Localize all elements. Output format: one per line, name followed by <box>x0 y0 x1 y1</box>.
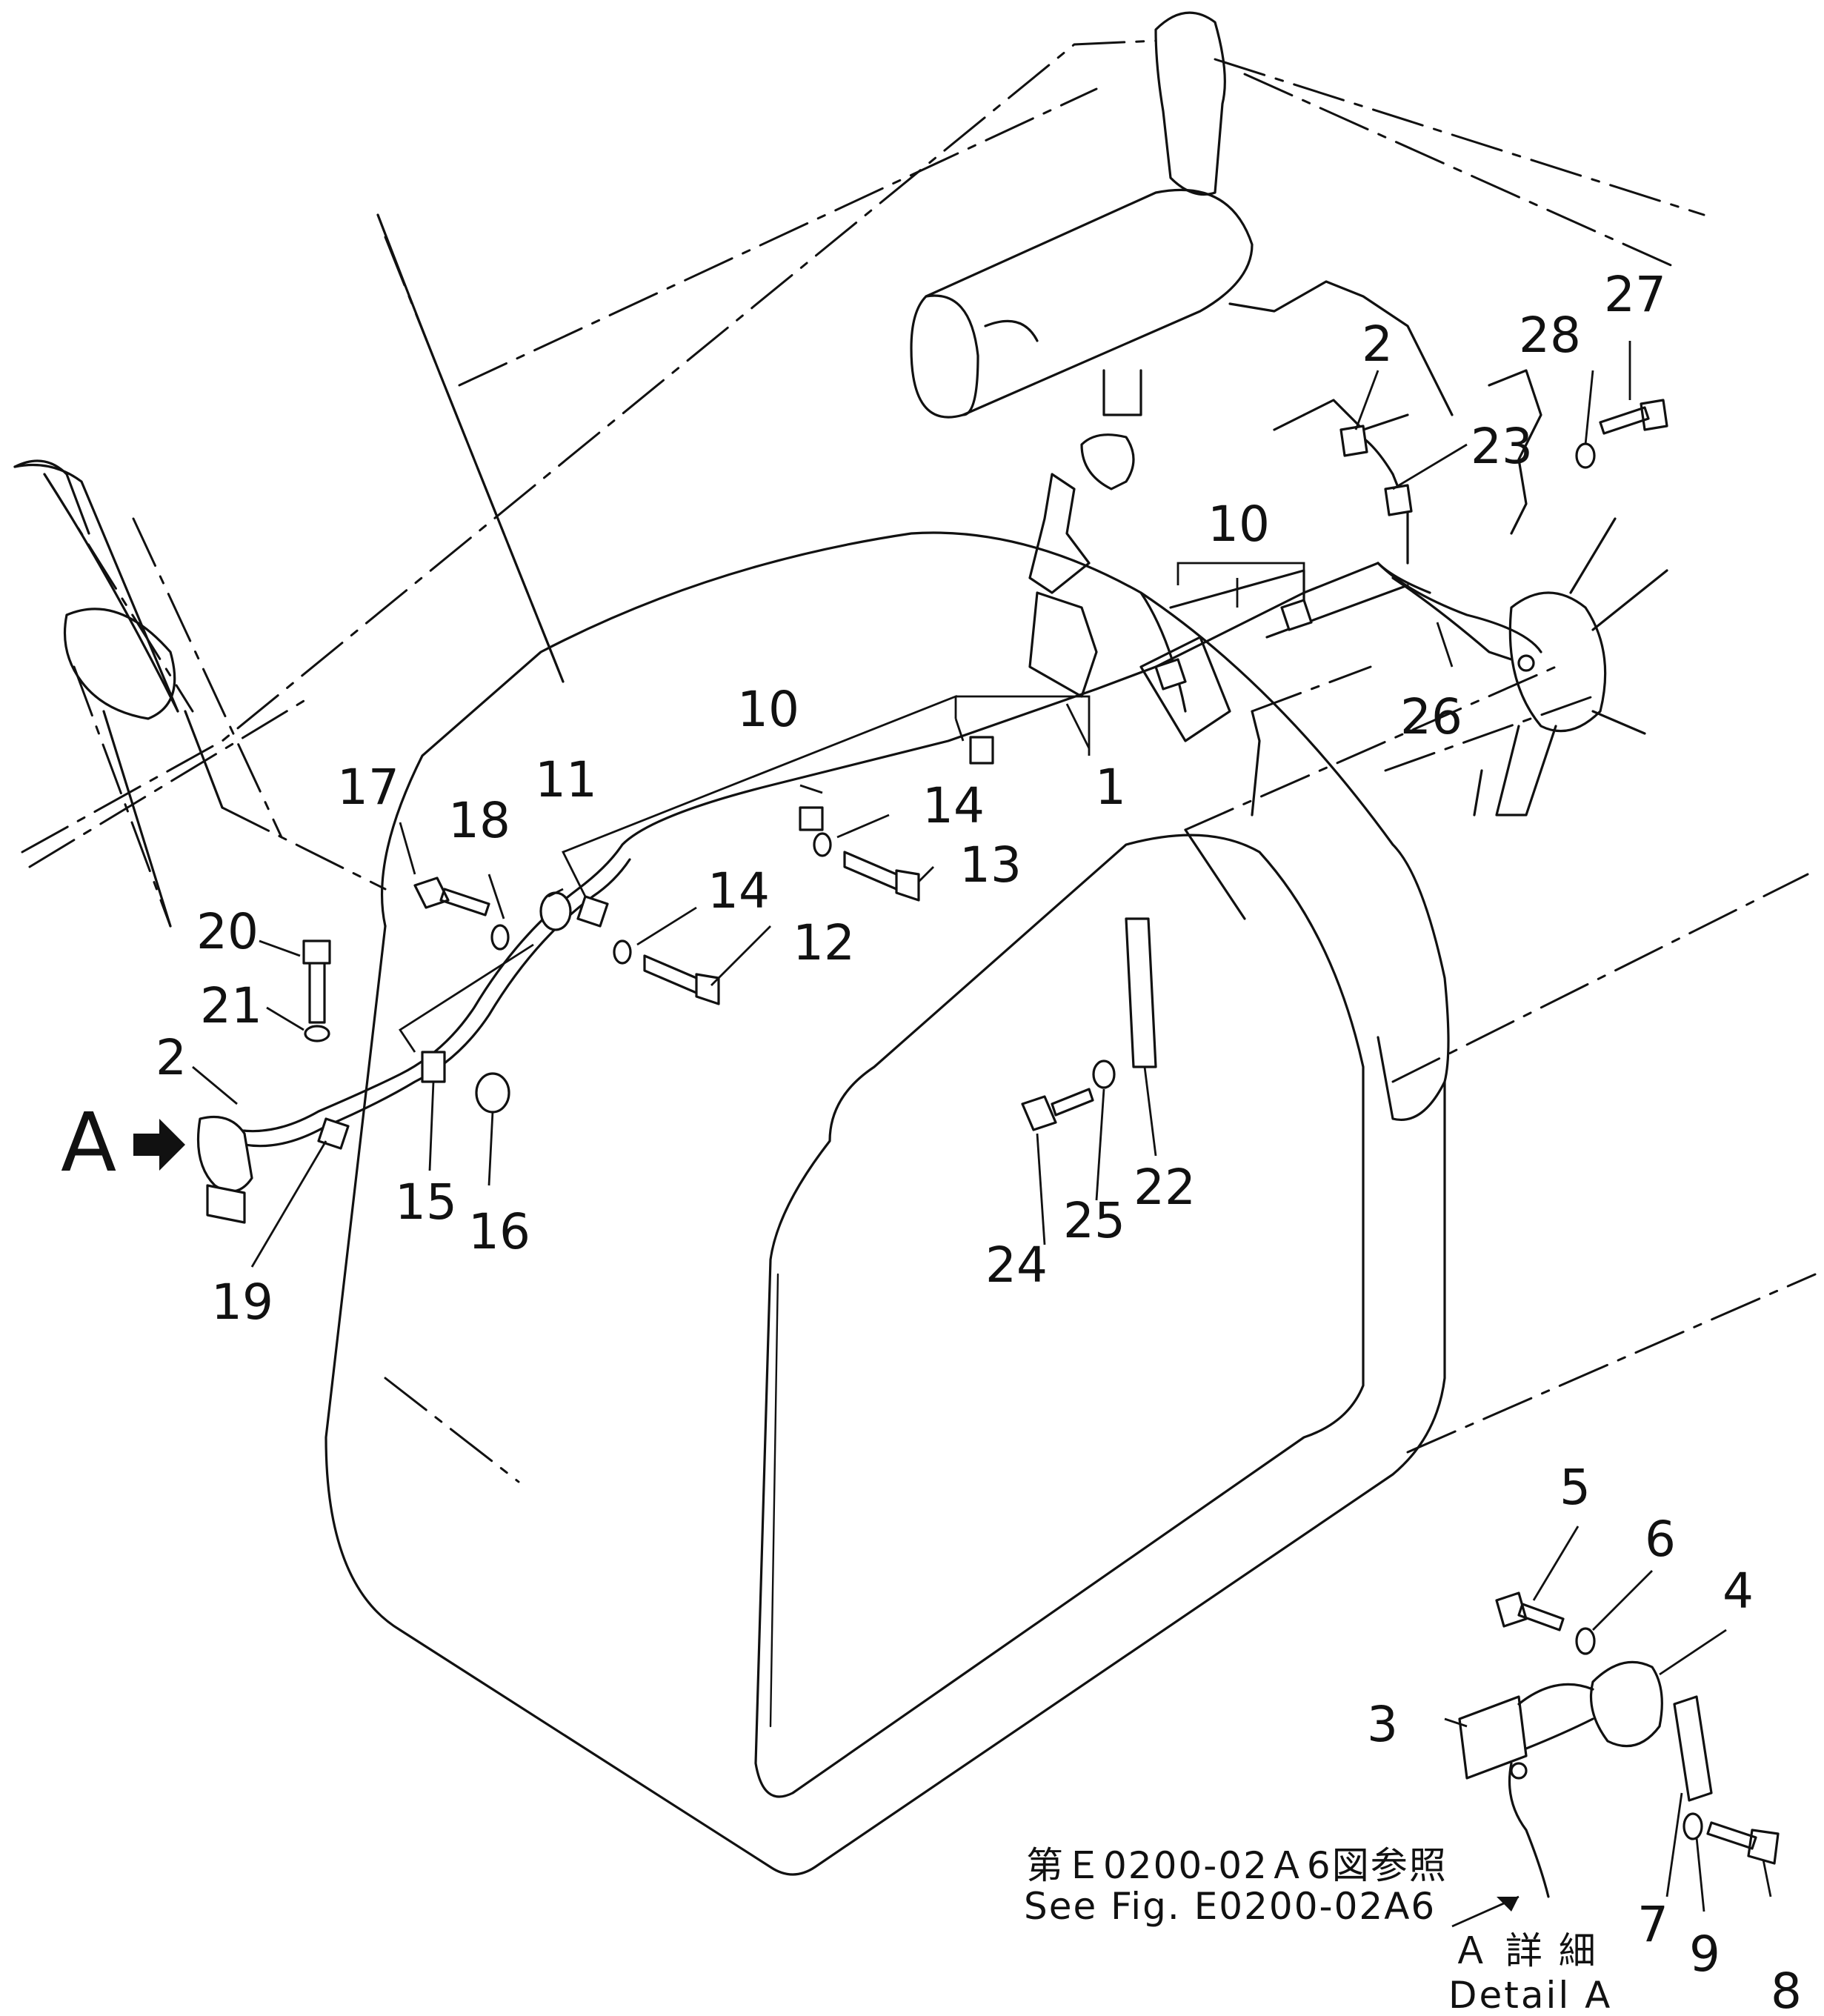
view-marker-label: A <box>61 1095 116 1190</box>
callout-16: 16 <box>468 1203 530 1260</box>
horn-4 <box>1590 1660 1663 1748</box>
callout-17: 17 <box>337 759 399 816</box>
ground-terminal-26 <box>1517 654 1535 672</box>
washer-21 <box>304 1025 330 1042</box>
callout-2: 2 <box>156 1029 187 1086</box>
wire-harness <box>221 428 1542 1150</box>
callout-24: 24 <box>985 1237 1048 1294</box>
reference-note-english: See Fig. E0200-02A6 <box>1024 1885 1436 1928</box>
relay-3 <box>1458 1695 1528 1780</box>
callout-18: 18 <box>448 792 510 849</box>
bolt-20 <box>302 939 331 1024</box>
bolt-5 <box>1495 1591 1565 1631</box>
callout-14: 14 <box>708 862 770 919</box>
callout-26: 26 <box>1400 688 1462 745</box>
bolt-17 <box>413 876 490 916</box>
washer-6 <box>1575 1627 1596 1655</box>
washer-9 <box>1682 1812 1703 1840</box>
bracket-7 <box>1673 1695 1713 1802</box>
detail-label-japanese: Ａ 詳 細 <box>1452 1929 1598 1972</box>
callout-20: 20 <box>196 903 259 960</box>
reference-note-japanese: 第Ｅ0200-02Ａ6図参照 <box>1026 1844 1448 1887</box>
callout-5: 5 <box>1560 1459 1591 1516</box>
callout-1: 1 <box>1095 759 1126 816</box>
washer-14a <box>813 832 832 857</box>
view-a-arrow <box>133 1119 185 1171</box>
bracket-22 <box>1125 917 1157 1068</box>
bolt-24 <box>1021 1088 1094 1131</box>
connector-23 <box>1384 484 1413 516</box>
callout-28: 28 <box>1519 307 1581 364</box>
bolt-12 <box>643 954 720 1005</box>
washer-28 <box>1575 442 1596 469</box>
callout-12: 12 <box>793 914 855 971</box>
callout-3: 3 <box>1367 1696 1398 1753</box>
callout-11: 11 <box>535 751 597 808</box>
washer-14b <box>613 939 632 965</box>
callout-6: 6 <box>1645 1511 1676 1568</box>
engine-assembly <box>910 11 1668 816</box>
callout-15: 15 <box>395 1174 457 1231</box>
leader-lines <box>192 341 1772 1912</box>
bolt-8 <box>1706 1821 1780 1865</box>
callout-8: 8 <box>1771 1963 1802 2016</box>
clamp-10c <box>1280 599 1313 631</box>
clamp-15 <box>421 1051 446 1083</box>
callout-14: 14 <box>922 777 985 834</box>
clamp-11 <box>576 895 609 928</box>
clamp-10a <box>799 806 824 831</box>
callout-2: 2 <box>1362 316 1393 373</box>
horn-left <box>196 1115 253 1193</box>
callout-21: 21 <box>200 977 262 1034</box>
detail-label-english: Detail A <box>1448 1974 1612 2016</box>
operator-cab <box>324 531 1450 1876</box>
callout-9: 9 <box>1689 1926 1720 1983</box>
bolt-27 <box>1599 399 1668 435</box>
machine-outline <box>13 39 1817 1483</box>
callout-10: 10 <box>1208 496 1270 553</box>
clamp-10b <box>969 736 994 765</box>
washer-25 <box>1092 1059 1116 1089</box>
callout-22: 22 <box>1134 1159 1196 1216</box>
callout-labels: 1 2 2 3 4 5 6 7 8 9 10 10 11 12 13 14 14… <box>61 266 1802 2016</box>
callout-23: 23 <box>1471 418 1533 475</box>
callout-25: 25 <box>1063 1192 1125 1249</box>
fasteners <box>196 399 1668 1224</box>
callout-19: 19 <box>211 1274 273 1331</box>
callout-4: 4 <box>1723 1563 1754 1620</box>
callout-10: 10 <box>737 681 799 738</box>
washer-18 <box>490 924 510 951</box>
bushing-16 <box>475 1072 510 1114</box>
clamp-top <box>1154 658 1187 691</box>
callout-27: 27 <box>1604 266 1666 323</box>
horn-bracket-left <box>206 1184 246 1224</box>
detail-a-drawing <box>1451 1591 1780 1928</box>
bolt-13 <box>843 851 920 902</box>
bushing-11 <box>539 891 572 931</box>
connector-2-top <box>1339 425 1368 457</box>
callout-13: 13 <box>959 836 1022 894</box>
callout-7: 7 <box>1637 1896 1668 1953</box>
clamp-19 <box>317 1117 350 1150</box>
